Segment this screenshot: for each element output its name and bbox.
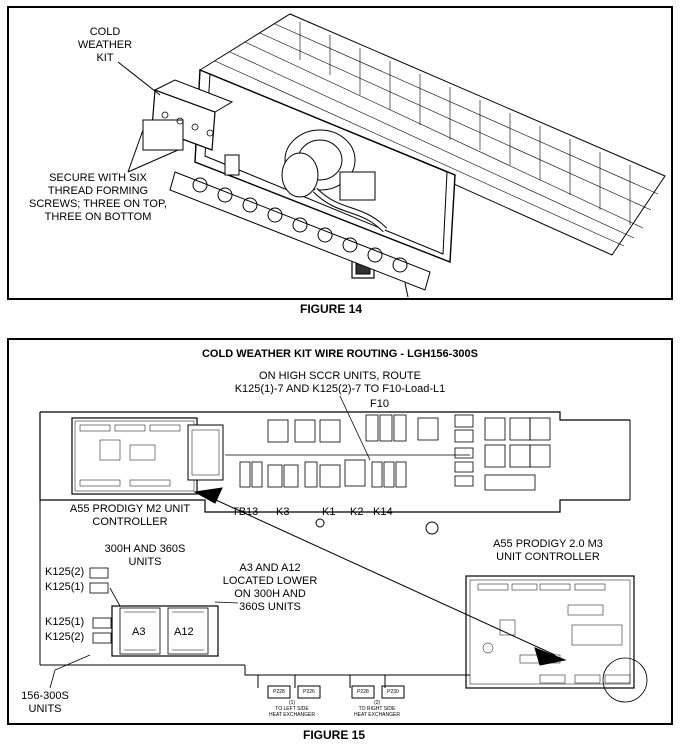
relay-k14-label: K14: [373, 506, 393, 518]
relay-k3-label: K3: [276, 506, 290, 518]
right-heat-exchanger-note: (2) TO RIGHT SIDE HEAT EXCHANGER: [346, 700, 408, 718]
plug-p228-left: P228: [273, 689, 285, 695]
k125-1-bottom-label: K125(1): [45, 616, 85, 628]
label-line: CONTROLLER: [92, 516, 168, 528]
label-line: UNIT CONTROLLER: [496, 551, 600, 563]
label-line: UNITS: [128, 556, 162, 568]
label-line: 156-300S: [21, 690, 69, 702]
label-line: UNITS: [28, 703, 62, 715]
note-line: ON 300H AND: [234, 588, 306, 600]
a3-a12-location-note: A3 AND A12 LOCATED LOWER ON 300H AND 360…: [215, 562, 325, 614]
f10-label: F10: [370, 398, 389, 410]
note-line: TO LEFT SIDE: [275, 706, 309, 712]
units-156-300s-label: 156-300S UNITS: [15, 690, 75, 716]
figure-15-title: COLD WEATHER KIT WIRE ROUTING - LGH156-3…: [201, 348, 479, 360]
board-a3-label: A3: [132, 626, 146, 638]
note-line: ON HIGH SCCR UNITS, ROUTE: [259, 370, 421, 382]
units-300h-360s-label: 300H AND 360S UNITS: [90, 543, 200, 569]
relay-k2-label: K2: [350, 506, 364, 518]
kit-label-line: COLD: [89, 26, 121, 38]
label-line: A55 PRODIGY 2.0 M3: [493, 538, 603, 550]
figure-15-caption: FIGURE 15: [303, 728, 366, 742]
plug-p226: P226: [303, 689, 315, 695]
left-heat-exchanger-note: (1) TO LEFT SIDE HEAT EXCHANGER: [262, 700, 322, 718]
note-line: SCREWS; THREE ON TOP,: [29, 198, 167, 210]
kit-label-line: WEATHER: [77, 39, 133, 51]
note-line: THREAD FORMING: [47, 185, 149, 197]
plug-p228-right: P228: [357, 689, 369, 695]
note-line: K125(1)-7 AND K125(2)-7 TO F10-Load-L1: [234, 383, 446, 395]
note-line: 360S UNITS: [239, 601, 301, 613]
figure-14-frame: [7, 6, 673, 300]
kit-label-line: KIT: [96, 52, 114, 64]
note-line: TO RIGHT SIDE: [358, 706, 396, 712]
note-line: HEAT EXCHANGER: [354, 712, 400, 718]
board-a12-label: A12: [174, 626, 194, 638]
note-line: SECURE WITH SIX: [49, 172, 147, 184]
label-line: A55 PRODIGY M2 UNIT: [69, 503, 191, 515]
note-line: (2): [373, 700, 381, 706]
secure-screws-note: SECURE WITH SIX THREAD FORMING SCREWS; T…: [28, 172, 168, 224]
note-line: A3 AND A12: [239, 562, 301, 574]
label-line: 300H AND 360S: [104, 543, 186, 555]
relay-k1-label: K1: [322, 506, 336, 518]
a55-m2-controller-label: A55 PRODIGY M2 UNIT CONTROLLER: [40, 503, 220, 529]
high-sccr-route-note: ON HIGH SCCR UNITS, ROUTE K125(1)-7 AND …: [170, 370, 510, 396]
k125-2-top-label: K125(2): [45, 566, 85, 578]
plug-p230: P230: [387, 689, 399, 695]
k125-2-bottom-label: K125(2): [45, 631, 85, 643]
figure-14-caption: FIGURE 14: [300, 302, 363, 316]
cold-weather-kit-label: COLD WEATHER KIT: [70, 26, 140, 65]
relay-tb13-label: TB13: [232, 506, 259, 518]
note-line: HEAT EXCHANGER: [269, 712, 315, 718]
note-line: (1): [288, 700, 296, 706]
figure-14-drawing: [117, 13, 666, 298]
note-line: THREE ON BOTTOM: [44, 211, 152, 223]
note-line: LOCATED LOWER: [222, 575, 318, 587]
k125-1-top-label: K125(1): [45, 581, 85, 593]
a55-m3-controller-label: A55 PRODIGY 2.0 M3 UNIT CONTROLLER: [468, 538, 628, 564]
figure-15-frame: [7, 338, 673, 725]
